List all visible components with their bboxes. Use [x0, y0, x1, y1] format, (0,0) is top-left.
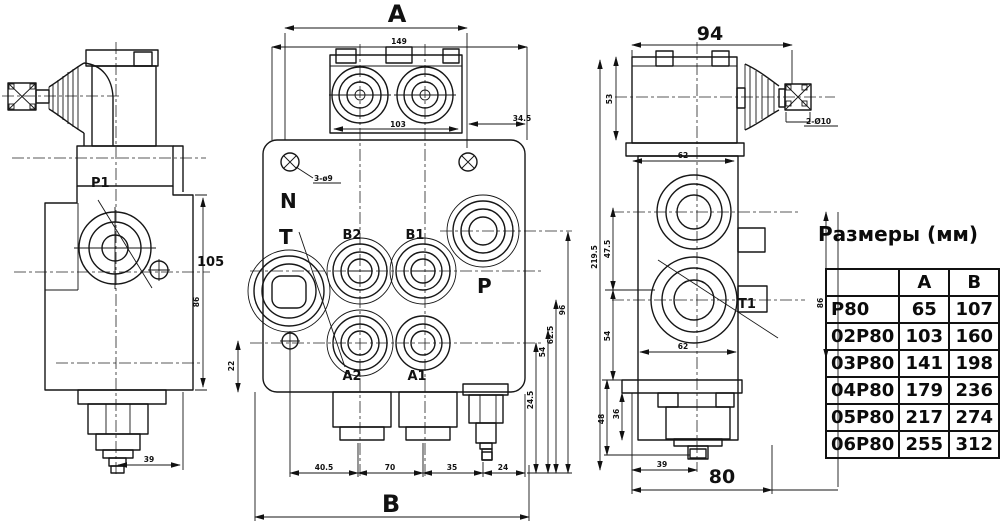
front-valve-body: [247, 139, 526, 393]
right-valve-body: [637, 155, 779, 441]
front-top-ports: [329, 46, 526, 134]
front-dim-35: 35: [447, 463, 457, 472]
b-cell: 312: [948, 430, 1000, 459]
front-dim-22: 22: [227, 361, 236, 371]
dim-b-label: B: [382, 490, 400, 518]
port-p-label: P: [477, 274, 492, 298]
right-dims: [597, 59, 839, 494]
right-dim-36: 36: [612, 409, 621, 419]
front-dim-103: 103: [390, 120, 406, 129]
dimensions-title: Размеры (мм): [818, 222, 979, 246]
left-valve-body: [44, 49, 194, 391]
model-cell: 03P80: [824, 349, 901, 378]
port-n-label: N: [280, 189, 297, 213]
b-cell: 236: [948, 376, 1000, 405]
table-row: P80 65 107: [824, 295, 1000, 324]
port-a1-label: A1: [407, 369, 426, 384]
left-joystick-knob-icon: [7, 82, 50, 111]
front-dim-24-5: 24.5: [526, 391, 535, 410]
a-cell: 65: [898, 295, 951, 324]
left-side-view: P1 86 39 105: [2, 42, 224, 474]
port-a2-label: A2: [342, 369, 361, 384]
front-dim-a: [271, 25, 528, 148]
table-row: 03P80 141 198: [824, 349, 1000, 378]
dimensions-panel: Размеры (мм) A B P80 65 107 02P80 103 16…: [818, 222, 1000, 459]
right-dim-86: 86: [816, 298, 825, 308]
b-cell: 107: [948, 295, 1000, 324]
right-dim-54: 54: [603, 331, 612, 341]
handle-callout-2x10: 2-Ø10: [806, 117, 831, 126]
left-dim-105: 105: [197, 255, 224, 270]
front-dim-34-5: 34.5: [513, 114, 532, 123]
right-joystick-knob-icon: [784, 83, 812, 111]
port-t-label: T: [279, 225, 293, 249]
header-b: B: [948, 268, 1000, 297]
model-cell: 02P80: [824, 322, 901, 351]
port-b2-label: B2: [343, 228, 362, 243]
right-bottom-assembly: [621, 379, 743, 460]
port-p1-label: P1: [91, 176, 110, 191]
front-dim-149: 149: [391, 37, 407, 46]
header-a: A: [898, 268, 951, 297]
model-cell: P80: [824, 295, 901, 324]
table-row: 02P80 103 160: [824, 322, 1000, 351]
right-top-block: [625, 50, 745, 164]
a-cell: 141: [898, 349, 951, 378]
right-joystick-handle: [736, 63, 838, 131]
port-b1-label: B1: [406, 228, 425, 243]
model-cell: 04P80: [824, 376, 901, 405]
front-bottom-dims: [235, 340, 530, 521]
b-cell: 274: [948, 403, 1000, 432]
front-dim-54: 54: [538, 347, 547, 357]
right-dim-47-5: 47.5: [603, 240, 612, 259]
front-view: A 149 103 34.5 3-ø9 N T B2 B1 P A2 A1 22…: [227, 0, 572, 521]
a-cell: 217: [898, 403, 951, 432]
table-row: 06P80 255 312: [824, 430, 1000, 459]
table-header-row: A B: [824, 268, 1000, 297]
dimensions-table: A B P80 65 107 02P80 103 160 03P80 141 1…: [824, 268, 1000, 459]
a-cell: 255: [898, 430, 951, 459]
right-dim-53: 53: [605, 94, 614, 104]
right-dim-62-top: 62: [678, 151, 688, 160]
front-right-dims: [527, 231, 572, 474]
right-dim-62-bot: 62: [678, 342, 688, 351]
port-t1-label: T1: [738, 297, 756, 312]
b-cell: 160: [948, 322, 1000, 351]
a-cell: 179: [898, 376, 951, 405]
left-dimensions: [117, 194, 207, 470]
model-cell: 05P80: [824, 403, 901, 432]
right-dim-48: 48: [597, 414, 606, 424]
left-dim-86: 86: [192, 297, 201, 307]
right-dim-94: [613, 42, 793, 141]
hole-callout-3x9: 3-ø9: [314, 174, 333, 183]
model-cell: 06P80: [824, 430, 901, 459]
front-dim-96: 96: [558, 305, 567, 315]
right-dim-94-label: 94: [697, 23, 723, 45]
front-spool-caps: [332, 383, 509, 461]
a-cell: 103: [898, 322, 951, 351]
right-dim-219-5: 219.5: [590, 245, 599, 269]
right-dim-80-label: 80: [709, 466, 735, 488]
right-dim-39: 39: [657, 460, 667, 469]
table-row: 04P80 179 236: [824, 376, 1000, 405]
table-row: 05P80 217 274: [824, 403, 1000, 432]
front-dim-62-5: 62.5: [546, 326, 555, 345]
left-handle-bellows: [48, 62, 114, 146]
header-model: [824, 268, 901, 297]
b-cell: 198: [948, 349, 1000, 378]
right-side-view: 94 53 62 2-Ø10 219.5 47.5 54 62 86 T1 48…: [590, 23, 839, 494]
front-dim-70: 70: [385, 463, 395, 472]
dim-a-label: A: [388, 0, 407, 28]
left-dim-39: 39: [144, 455, 154, 464]
front-dim-24: 24: [498, 463, 508, 472]
front-dim-40-5: 40.5: [315, 463, 334, 472]
